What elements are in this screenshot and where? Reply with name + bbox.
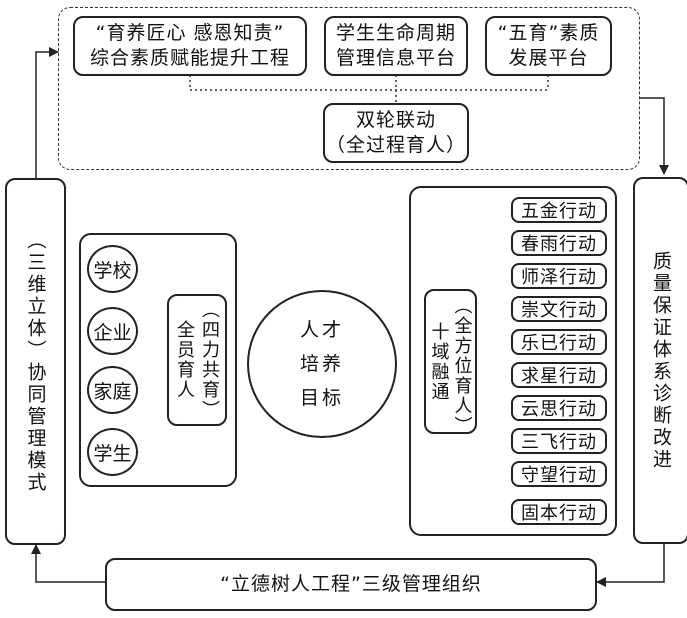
ten-domains-label: （全方位育人）十域融通: [428, 296, 473, 427]
four-forces-box: （四力共育）全员育人: [167, 294, 227, 426]
action-box: 云思行动: [511, 395, 607, 421]
family-circle: 家庭: [87, 366, 138, 414]
quality-assurance-label: 质量保证体系诊断改进: [650, 250, 672, 471]
ten-domains-box: （全方位育人）十域融通: [424, 289, 477, 434]
quality-assurance-box: 质量保证体系诊断改进: [633, 177, 687, 544]
five-education-platform-box: “五育”素质 发展平台: [485, 16, 612, 76]
student-circle: 学生: [87, 428, 138, 476]
action-box: 春雨行动: [511, 230, 607, 256]
talent-goal-circle: 人才 培养 目标: [247, 290, 397, 438]
action-box: 崇文行动: [511, 296, 607, 322]
lifecycle-platform-box: 学生生命周期 管理信息平台: [324, 16, 468, 76]
collaborative-management-label: （三维立体）协同管理模式: [24, 229, 47, 494]
school-circle: 学校: [87, 245, 138, 293]
action-box: 固本行动: [511, 499, 607, 525]
cycle-arrows: [31, 47, 669, 587]
top-dotted-connectors: [189, 75, 549, 103]
action-box: 五金行动: [511, 197, 607, 223]
quality-project-box: “育养匠心 感恩知责” 综合素质赋能提升工程: [73, 16, 307, 76]
action-box: 师泽行动: [511, 263, 607, 289]
top-platform-group: [58, 7, 640, 170]
management-organization-box: “立德树人工程”三级管理组织: [105, 558, 597, 611]
action-box: 守望行动: [511, 461, 607, 487]
enterprise-circle: 企业: [87, 307, 138, 355]
action-box: 求星行动: [511, 362, 607, 388]
collaborative-management-box: （三维立体）协同管理模式: [5, 178, 66, 545]
action-box: 三飞行动: [511, 428, 607, 454]
dual-linkage-box: 双轮联动 （全过程育人）: [323, 103, 469, 163]
action-box: 乐已行动: [511, 329, 607, 355]
four-forces-label: （四力共育）全员育人: [174, 300, 220, 420]
